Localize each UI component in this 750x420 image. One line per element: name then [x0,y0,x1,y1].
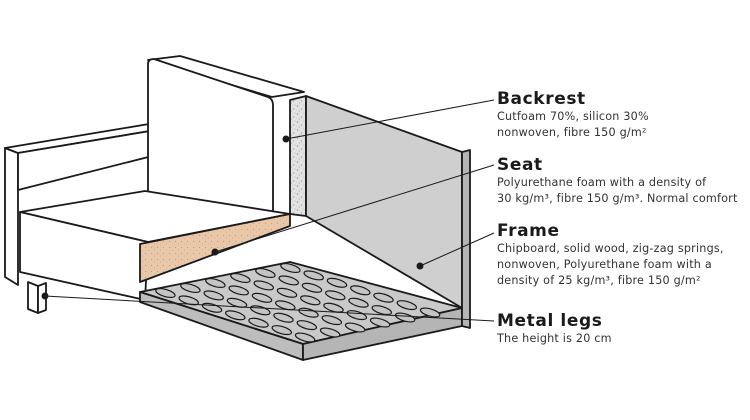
seat-title: Seat [497,155,543,175]
seat-desc-line-1: Polyurethane foam with a density of [497,176,707,189]
legs-callout: Metal legs The height is 20 cm [497,311,612,347]
frame-leader-line [419,232,495,267]
frame-callout: Frame Chipboard, solid wood, zig-zag spr… [497,221,724,289]
spring-coil [419,307,441,318]
backrest-cushion [147,55,305,223]
backrest-leader-dot [282,135,290,143]
spring-coil [280,262,301,274]
spring-coil [396,300,418,311]
spring-coil [348,297,369,308]
spring-coil [323,302,344,313]
backrest-title: Backrest [497,89,586,109]
backrest-callout: Backrest Cutfoam 70%, silicon 30% nonwov… [497,89,649,141]
spring-coil [321,315,343,326]
seat-leader-dot [211,248,219,256]
spring-coil [325,290,346,301]
spring-coil [278,275,299,286]
seat-leader-line [214,164,495,253]
spring-coil [350,285,371,296]
frame-desc-line-1: Chipboard, solid wood, zig-zag springs, [497,242,724,255]
spring-coil [369,317,391,328]
spring-coil [275,300,296,311]
spring-coil [203,290,224,301]
backrest-desc-line-2: nonwoven, fibre 150 g/m² [497,126,647,139]
spring-coil [251,292,273,303]
spring-coil [371,305,393,316]
zigzag-springs [155,262,441,343]
backrest-leader-line [285,99,495,140]
spring-coil [296,320,318,331]
spring-coil [301,282,323,293]
spring-coil [228,285,249,296]
frame-desc-line-2: nonwoven, Polyurethane foam with a [497,258,712,271]
spring-coil [248,317,269,328]
frame-outer-edge [461,149,471,329]
spring-coil [230,272,251,284]
spring-coil [180,282,201,294]
legs-leader-line [44,295,495,322]
spring-coil [271,325,293,336]
spring-coil [344,322,366,333]
spring-coil [319,327,341,338]
spring-coil [300,295,321,306]
seat-foam-section [139,213,291,283]
spring-coil [294,332,316,343]
legs-title: Metal legs [497,311,603,331]
legs-desc-line-1: The height is 20 cm [497,332,612,345]
legs-leader-dot [41,292,49,300]
spring-coil [205,277,226,289]
seat-desc-line-2: 30 kg/m³, fibre 150 g/m³. Normal comfort [497,192,738,205]
frame-title: Frame [497,221,560,241]
backrest-desc-line-1: Cutfoam 70%, silicon 30% [497,110,649,123]
spring-coil [155,287,176,299]
spring-coil [225,310,246,321]
spring-coil [255,267,276,279]
frame-desc-line-3: density of 25 kg/m³, fibre 150 g/m² [497,274,701,287]
spring-coil [326,277,348,288]
spring-coil [273,312,294,323]
armrest [4,122,169,286]
metal-legs [27,281,47,314]
spring-coil [303,270,324,281]
seat-callout: Seat Polyurethane foam with a density of… [497,155,738,207]
spring-coil [373,292,394,303]
spring-coil [253,280,274,291]
frame-leader-dot [416,262,424,270]
spring-coil [276,287,298,298]
